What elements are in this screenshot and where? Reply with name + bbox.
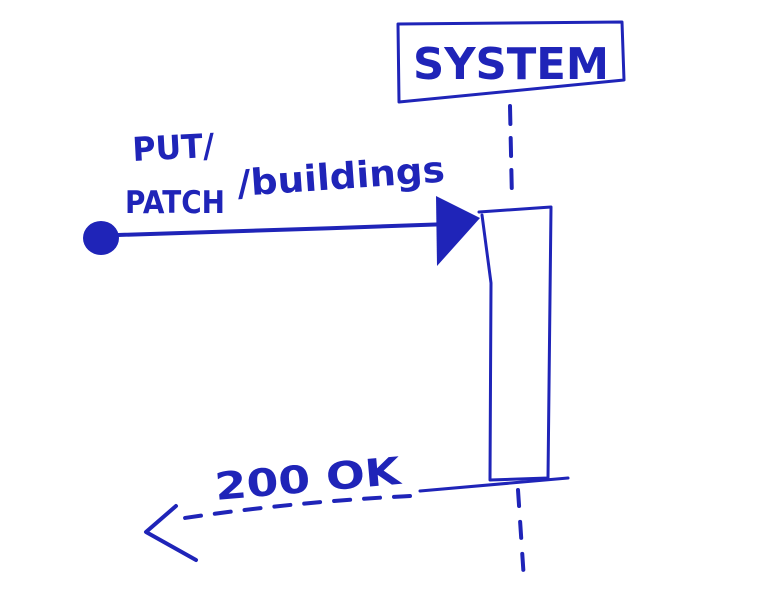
activation-bar [477,205,553,482]
request-arrowhead [436,196,480,266]
request-method-line2: PATCH [125,185,225,221]
participant-box [396,20,626,104]
request-path: /buildings [236,150,446,205]
response-arrow-line [176,494,412,521]
participant-label: SYSTEM [413,39,609,90]
participant-system: SYSTEM [396,20,626,104]
request-arrow-line [116,222,452,237]
request-message: PUT/ PATCH /buildings [83,126,480,266]
response-message: 200 OK [144,449,570,562]
response-tick [418,476,570,493]
request-start-dot [83,221,119,255]
lifeline-upper [508,104,514,202]
lifeline-lower [516,488,526,582]
response-arrowhead [144,504,198,562]
request-method-line1: PUT/ [131,126,216,169]
